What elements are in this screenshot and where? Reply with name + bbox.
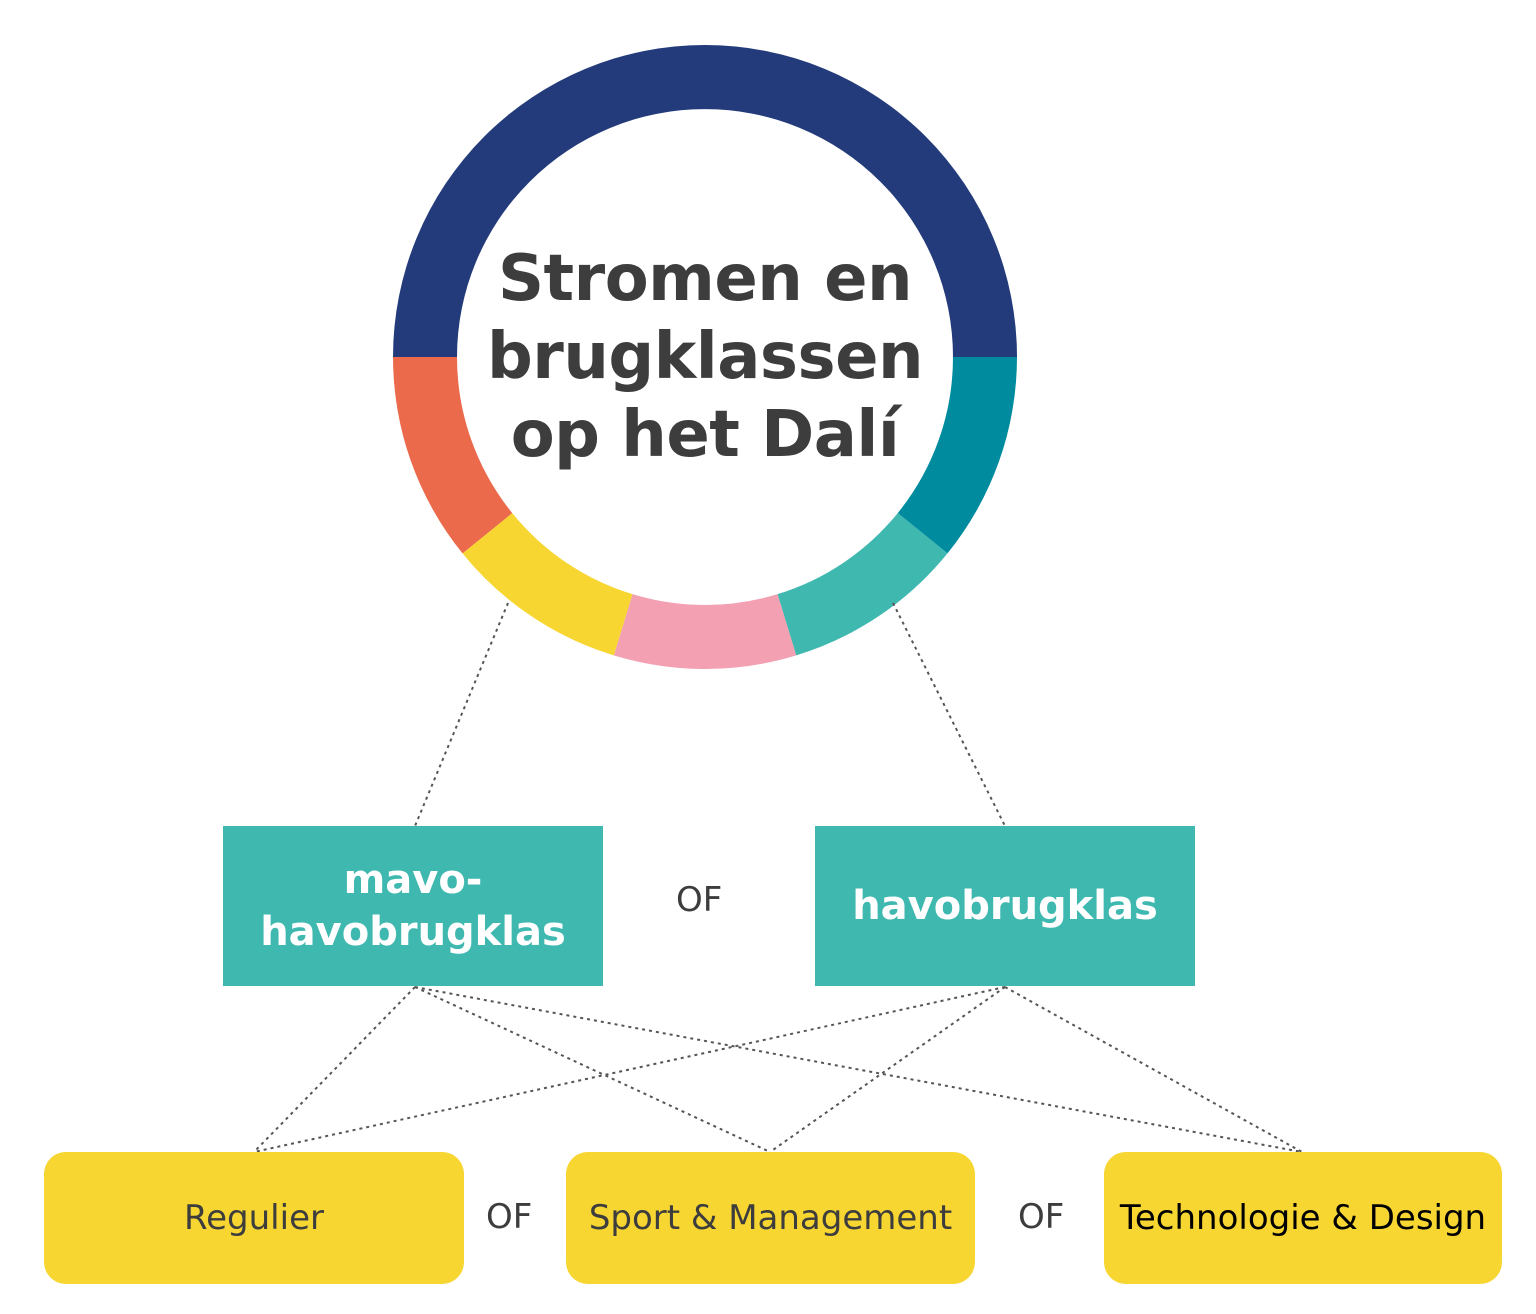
connector-mavo-to-regulier [253, 986, 416, 1153]
ring-segment-orange [393, 357, 513, 554]
color-ring [393, 45, 1017, 669]
or-separator: OF [1018, 1197, 1065, 1237]
profile-label: Sport & Management [588, 1198, 953, 1238]
title-line-2: brugklassen [486, 320, 924, 394]
connector-ring-to-mavo [414, 602, 509, 827]
connector-mavo-to-sport [414, 986, 771, 1153]
or-separator: OF [486, 1197, 533, 1237]
profile-box-regulier: Regulier [44, 1152, 464, 1284]
stream-label-line: mavo- [343, 857, 483, 903]
stream-box-mavo-havo: mavo- havobrugklas [223, 826, 603, 986]
connector-havo-to-regulier [253, 986, 1006, 1153]
or-separator: OF [676, 880, 723, 920]
title-line-3: op het Dalí [510, 398, 900, 472]
connector-havo-to-tech [1004, 986, 1303, 1153]
ring-segment-teal-light [777, 513, 948, 656]
connector-ring-to-havo [892, 602, 1006, 827]
connector-havo-to-sport [769, 986, 1006, 1153]
stream-box-havo: havobrugklas [815, 826, 1195, 986]
profile-label: Technologie & Design [1119, 1198, 1487, 1238]
profile-box-technologie-design: Technologie & Design [1104, 1152, 1502, 1284]
connector-mavo-to-tech [414, 986, 1303, 1153]
profile-box-sport-management: Sport & Management [566, 1152, 975, 1284]
ring-segment-yellow [462, 513, 633, 656]
profile-label: Regulier [184, 1198, 324, 1238]
ring-segment-top [393, 45, 1017, 357]
title-line-1: Stromen en [497, 242, 913, 316]
stream-label-line: havobrugklas [852, 883, 1158, 929]
ring-segment-pink [613, 594, 797, 669]
stream-label-line: havobrugklas [260, 909, 566, 955]
diagram-title: Stromen en brugklassen op het Dalí [460, 240, 950, 474]
ring-segment-teal-dark [897, 357, 1017, 554]
